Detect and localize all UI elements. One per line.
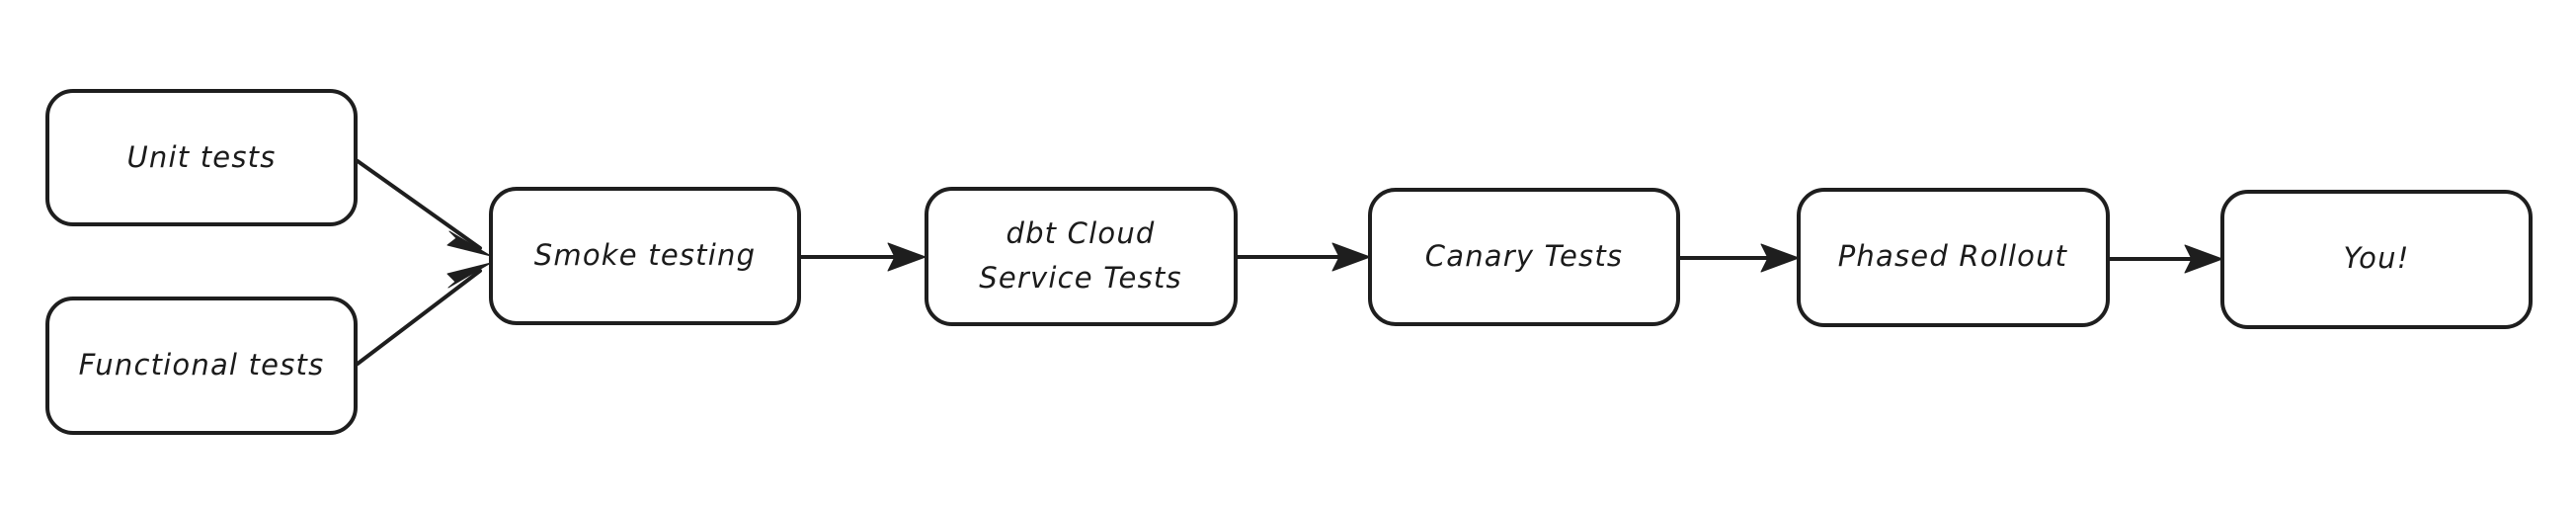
node-smoke-testing-label: Smoke testing	[534, 238, 756, 272]
edge-functional-to-smoke	[356, 262, 492, 366]
node-phased-rollout-label: Phased Rollout	[1838, 239, 2068, 273]
node-unit-tests-label: Unit tests	[126, 140, 276, 174]
node-phased-rollout-shape[interactable]	[1797, 188, 2110, 327]
edge-canary-to-phased	[1678, 243, 1800, 273]
node-you-shape[interactable]	[2220, 190, 2533, 329]
node-you[interactable]: You!	[2220, 190, 2533, 329]
node-smoke-testing[interactable]: Smoke testing	[489, 187, 801, 325]
node-canary-tests-shape[interactable]	[1368, 188, 1680, 326]
edge-phased-to-you	[2108, 244, 2223, 274]
edge-smoke-to-dbt	[799, 242, 926, 272]
node-layer: Unit tests Functional tests Smoke testin…	[45, 89, 2533, 435]
node-phased-rollout[interactable]: Phased Rollout	[1797, 188, 2110, 327]
node-dbt-cloud-service-tests-label-line1: dbt Cloud	[1006, 216, 1155, 250]
edge-dbt-to-canary	[1236, 242, 1371, 272]
node-you-label: You!	[2343, 241, 2409, 275]
node-functional-tests-label: Functional tests	[79, 348, 325, 382]
edge-layer	[356, 159, 2223, 366]
node-dbt-cloud-service-tests[interactable]: dbt Cloud Service Tests	[925, 187, 1238, 326]
node-canary-tests[interactable]: Canary Tests	[1368, 188, 1680, 326]
node-functional-tests[interactable]: Functional tests	[45, 297, 358, 435]
node-unit-tests[interactable]: Unit tests	[45, 89, 358, 226]
edge-unit-to-smoke	[356, 159, 492, 257]
node-dbt-cloud-service-tests-shape[interactable]	[925, 187, 1238, 326]
node-dbt-cloud-service-tests-label-line2: Service Tests	[979, 261, 1182, 295]
node-unit-tests-shape[interactable]	[45, 89, 358, 226]
node-smoke-testing-shape[interactable]	[489, 187, 801, 325]
node-functional-tests-shape[interactable]	[45, 297, 358, 435]
node-canary-tests-label: Canary Tests	[1425, 239, 1623, 273]
